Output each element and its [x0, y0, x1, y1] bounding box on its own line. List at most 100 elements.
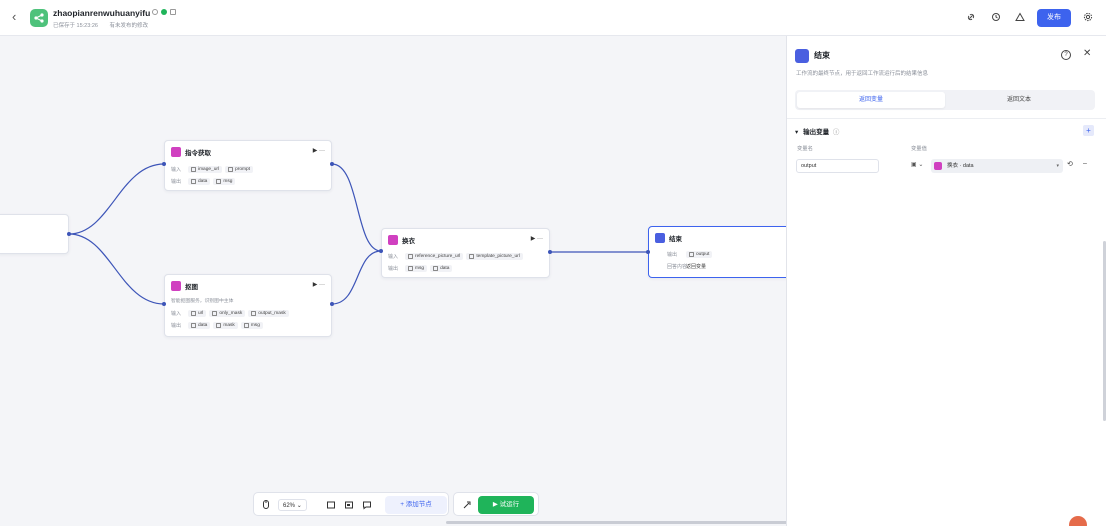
- plugin-icon: [171, 281, 181, 291]
- collapse-icon[interactable]: ▾: [795, 129, 799, 136]
- published-check-icon: [161, 9, 167, 15]
- section-title: 输出变量: [803, 129, 830, 136]
- column-value-label: 变量值: [911, 146, 927, 152]
- node-title: 换衣: [402, 238, 415, 245]
- variable-name-input[interactable]: output: [796, 159, 879, 173]
- debug-icon[interactable]: [462, 499, 472, 511]
- node3-output-port[interactable]: [548, 250, 552, 254]
- node2-input-port[interactable]: [162, 302, 166, 306]
- end-icon: [655, 233, 665, 243]
- outputs-label: 输出: [171, 179, 182, 185]
- end-answer-row: 回答内容 返回变量: [667, 263, 706, 270]
- test-run-button[interactable]: ▶ 试运行: [478, 496, 534, 514]
- node-header: 结束: [655, 233, 682, 243]
- node-tools[interactable]: ▶ ···: [530, 236, 543, 242]
- app-logo: [30, 9, 48, 27]
- info-icon[interactable]: ⓘ: [832, 129, 840, 136]
- node-instruction-fetch[interactable]: 指令获取 ▶ ··· 输入 image_url prompt 输出 data m…: [164, 140, 332, 191]
- start-node[interactable]: [0, 214, 69, 254]
- output-chip: msg: [213, 178, 236, 185]
- info-icon[interactable]: [170, 9, 176, 15]
- workflow-icon: [34, 13, 44, 23]
- add-variable-button[interactable]: +: [1083, 125, 1094, 136]
- settings-icon[interactable]: [1082, 12, 1094, 24]
- history-icon[interactable]: [990, 12, 1002, 24]
- edge-start-to-node2: [68, 233, 165, 305]
- node4-input-port[interactable]: [646, 250, 650, 254]
- horizontal-scrollbar[interactable]: [446, 521, 806, 524]
- panel-description: 工作流的最终节点，用于返回工作流运行后的结果信息: [796, 71, 929, 77]
- output-label: 输出: [667, 252, 678, 258]
- node-inputs-row: 输入 reference_picture_url template_pictur…: [388, 253, 523, 260]
- canvas-toolbar: 62% ⌄ + 添加节点: [253, 492, 449, 516]
- output-chip: data: [188, 178, 211, 185]
- node-tools[interactable]: ▶ ···: [312, 282, 325, 288]
- back-icon[interactable]: ‹: [12, 9, 17, 24]
- node1-input-port[interactable]: [162, 162, 166, 166]
- node-inputs-row: 输入 url only_mask output_mask: [171, 310, 289, 317]
- answer-label: 回答内容: [667, 264, 688, 270]
- end-output-row: 输出 output: [667, 251, 713, 258]
- unpublished-notice: 有未发布的修改: [109, 23, 148, 29]
- output-chip: data: [430, 265, 453, 272]
- outputs-label: 输出: [388, 266, 399, 272]
- link-icon[interactable]: [965, 12, 977, 24]
- assistant-avatar[interactable]: [1069, 516, 1087, 526]
- close-icon[interactable]: ✕: [1083, 48, 1092, 59]
- input-chip: url: [188, 310, 207, 317]
- mouse-mode-icon[interactable]: [260, 499, 272, 511]
- input-chip: reference_picture_url: [405, 253, 464, 260]
- node-description: 智能抠图服务，识别图中主体: [171, 299, 234, 304]
- node-matting[interactable]: 抠图 ▶ ··· 智能抠图服务，识别图中主体 输入 url only_mask …: [164, 274, 332, 337]
- node3-input-port[interactable]: [379, 249, 383, 253]
- node-end[interactable]: 结束 输出 output 回答内容 返回变量: [648, 226, 790, 278]
- output-chip: msg: [405, 265, 428, 272]
- outputs-label: 输出: [171, 323, 182, 329]
- variable-value: 换衣 · data: [947, 163, 974, 169]
- fit-view-icon[interactable]: [326, 499, 336, 511]
- tab-return-text[interactable]: 返回文本: [1006, 97, 1031, 103]
- top-header: ‹ zhaopianrenwuhuanyifu 已保存于 15:23:26 有未…: [0, 0, 1106, 36]
- remove-variable-icon[interactable]: –: [1083, 160, 1087, 167]
- publish-button[interactable]: 发布: [1037, 9, 1071, 27]
- node-title: 抠图: [185, 284, 198, 291]
- panel-title: 结束: [814, 51, 830, 60]
- output-chip: output: [686, 251, 713, 258]
- end-node-icon: [795, 49, 809, 63]
- variable-link-icon[interactable]: ⟲: [1067, 161, 1073, 168]
- edge-start-to-node1: [68, 163, 165, 235]
- minimap-icon[interactable]: [344, 499, 354, 511]
- node-outputs-row: 输出 data msg: [171, 178, 236, 185]
- edit-icon[interactable]: [152, 9, 158, 15]
- plugin-icon: [388, 235, 398, 245]
- output-variables-section[interactable]: ▾ 输出变量 ⓘ: [795, 126, 839, 136]
- workflow-canvas[interactable]: 指令获取 ▶ ··· 输入 image_url prompt 输出 data m…: [0, 36, 806, 526]
- help-icon[interactable]: ?: [1061, 50, 1071, 60]
- edge-node1-to-node3: [331, 163, 382, 252]
- start-node-output-port[interactable]: [67, 232, 71, 236]
- answer-value: 返回变量: [686, 264, 707, 270]
- reference-type-icon[interactable]: ▣ ⌄: [911, 162, 924, 168]
- zoom-select[interactable]: 62% ⌄: [278, 499, 307, 511]
- comment-icon[interactable]: [362, 499, 372, 511]
- tab-return-variables[interactable]: 返回变量: [797, 92, 945, 108]
- app-status-icons: [152, 9, 176, 15]
- column-name-label: 变量名: [797, 146, 813, 152]
- inputs-label: 输入: [388, 254, 399, 260]
- node-header: 指令获取: [171, 147, 211, 157]
- inputs-label: 输入: [171, 167, 182, 173]
- node-header: 抠图: [171, 281, 198, 291]
- panel-scrollbar[interactable]: [1103, 241, 1106, 421]
- node-inputs-row: 输入 image_url prompt: [171, 166, 254, 173]
- node1-output-port[interactable]: [330, 162, 334, 166]
- add-node-button[interactable]: + 添加节点: [385, 496, 447, 514]
- node-outfit-swap[interactable]: 换衣 ▶ ··· 输入 reference_picture_url templa…: [381, 228, 550, 278]
- zoom-value: 62%: [283, 503, 296, 509]
- edges-layer: [68, 163, 648, 305]
- plugin-icon: [934, 162, 942, 170]
- node2-output-port[interactable]: [330, 302, 334, 306]
- warning-icon[interactable]: [1014, 12, 1026, 24]
- output-chip: mask: [213, 322, 238, 329]
- node-tools[interactable]: ▶ ···: [312, 148, 325, 154]
- variable-value-select[interactable]: 换衣 · data ▾: [931, 159, 1063, 173]
